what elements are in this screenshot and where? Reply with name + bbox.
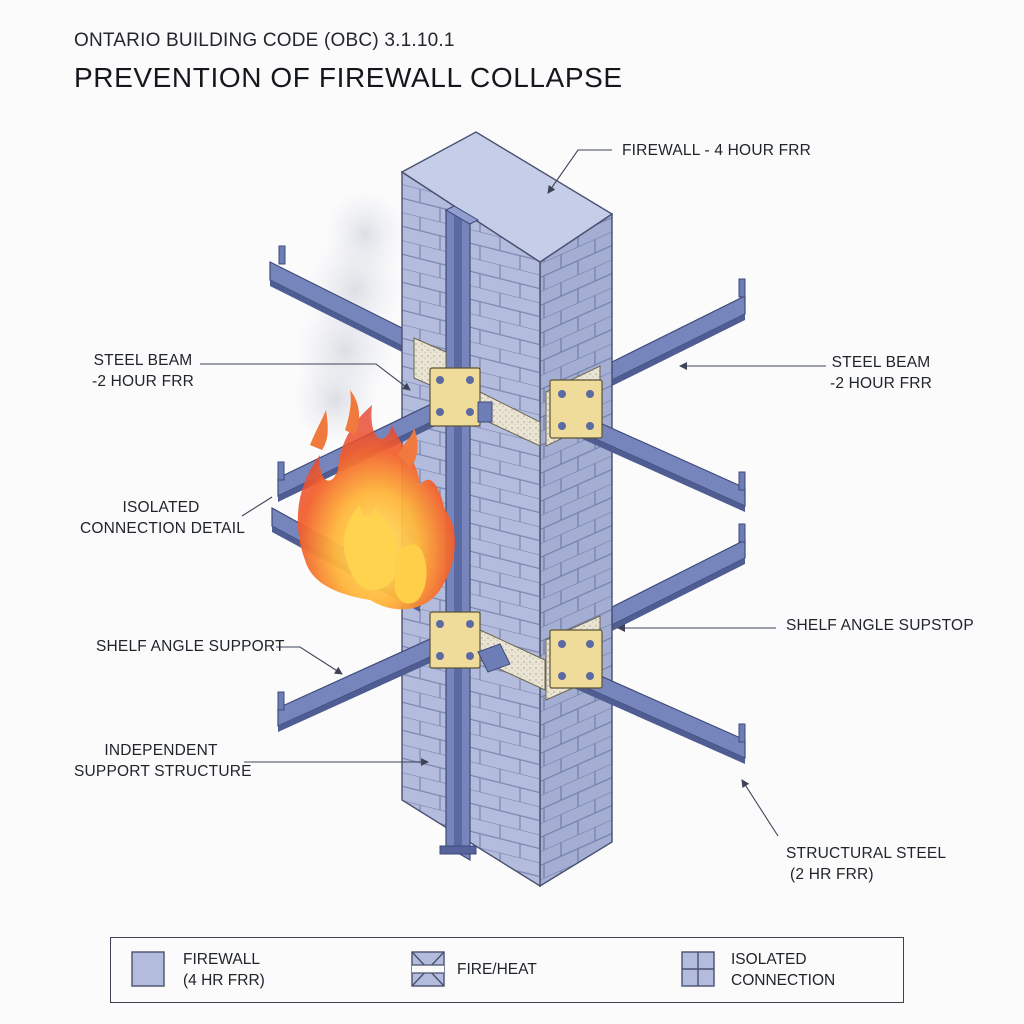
callout-shelf-angle-support: SHELF ANGLE SUPPORT xyxy=(96,638,285,655)
callout-isolated-connection: ISOLATED CONNECTION DETAIL xyxy=(80,499,246,537)
legend-label-isolated-connection: ISOLATED CONNECTION xyxy=(731,951,836,989)
leader-steel-beam-left xyxy=(200,363,411,391)
beam-upper-left-back xyxy=(269,245,411,356)
code-reference: ONTARIO BUILDING CODE (OBC) 3.1.10.1 xyxy=(74,30,455,51)
leader-isolated-connection xyxy=(241,496,273,517)
isolated-connection-swatch-icon xyxy=(681,951,715,987)
leader-lines xyxy=(200,149,826,837)
leader-shelf-angle-support xyxy=(276,646,343,675)
legend-label-firewall: FIREWALL (4 HR FRR) xyxy=(183,951,265,989)
legend-item-fire-heat: FIRE/HEAT xyxy=(411,948,611,992)
callout-steel-beam-left: STEEL BEAM -2 HOUR FRR xyxy=(91,352,195,390)
firewall-top-face xyxy=(400,131,614,263)
firewall-side-face xyxy=(539,212,613,888)
beam-bottom-right xyxy=(559,657,746,764)
legend-label-fire-heat: FIRE/HEAT xyxy=(457,961,537,978)
callout-firewall: FIREWALL - 4 HOUR FRR xyxy=(622,142,812,159)
isolated-connection-upper xyxy=(413,337,603,447)
fire-heat-swatch-icon xyxy=(411,951,445,987)
legend-item-firewall: FIREWALL (4 HR FRR) xyxy=(131,948,331,992)
callout-structural-steel: STRUCTURAL STEEL (2 HR FRR) xyxy=(786,845,947,883)
firewall-swatch-icon xyxy=(131,951,165,987)
legend-item-isolated-connection: ISOLATED CONNECTION xyxy=(681,948,891,992)
callout-steel-beam-right: STEEL BEAM -2 HOUR FRR xyxy=(829,354,933,392)
beam-lower-right xyxy=(611,523,746,631)
callout-shelf-angle-supstop: SHELF ANGLE SUPSTOP xyxy=(786,617,974,634)
page-title: PREVENTION OF FIREWALL COLLAPSE xyxy=(74,62,623,93)
isolated-connection-lower xyxy=(429,611,603,701)
leader-structural-steel xyxy=(741,779,779,837)
callout-independent-support: INDEPENDENT SUPPORT STRUCTURE xyxy=(74,742,252,780)
beam-upper-right xyxy=(611,278,746,386)
leader-firewall xyxy=(547,149,612,194)
fire-flames-icon xyxy=(297,390,455,610)
legend: FIREWALL (4 HR FRR) FIRE/HEAT ISOLATED C… xyxy=(110,937,904,1003)
